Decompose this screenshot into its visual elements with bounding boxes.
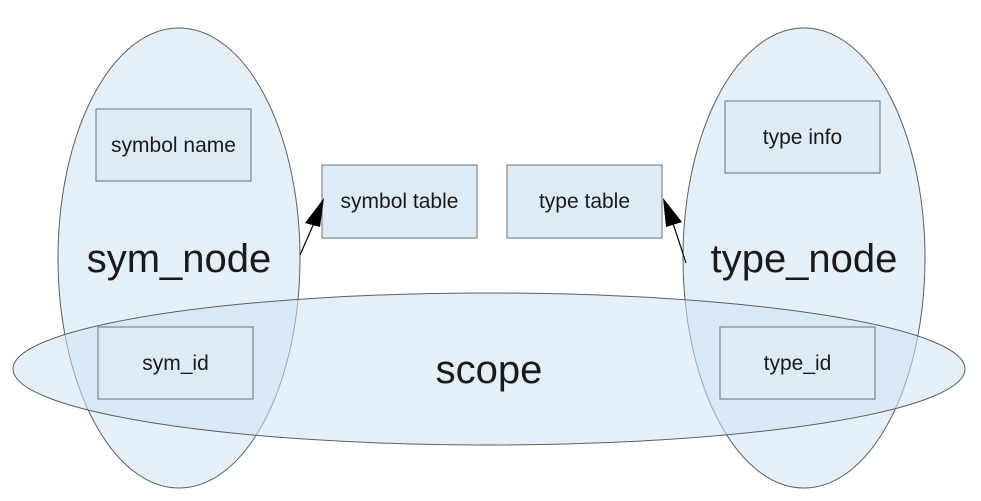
type-table-box: type table — [506, 164, 663, 239]
symbol-name-label: symbol name — [111, 134, 236, 157]
type-info-box: type info — [724, 100, 881, 174]
type-id-label: type_id — [764, 352, 832, 375]
symbol-table-label: symbol table — [341, 190, 459, 213]
type-node-label: type_node — [711, 237, 898, 281]
type-id-box: type_id — [719, 326, 876, 400]
symbol-name-box: symbol name — [95, 108, 252, 182]
scope-label: scope — [436, 348, 543, 392]
sym-id-label: sym_id — [142, 352, 209, 375]
arrow-sym-node-to-symbol-table — [299, 198, 324, 256]
type-info-label: type info — [763, 126, 842, 149]
symbol-table-box: symbol table — [321, 164, 478, 239]
sym-id-box: sym_id — [97, 326, 254, 400]
arrow-type-node-to-type-table — [663, 198, 687, 264]
type-table-label: type table — [539, 190, 630, 213]
sym-node-label: sym_node — [87, 237, 272, 281]
